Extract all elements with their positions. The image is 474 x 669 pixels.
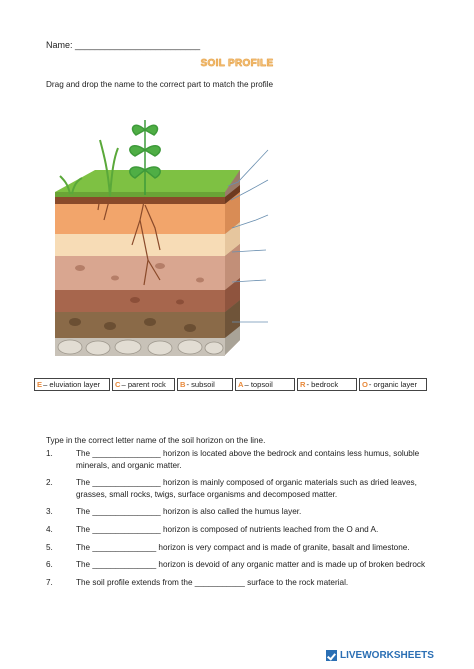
brand-name: LIVEWORKSHEETS xyxy=(340,650,434,661)
question-list: 1.The _______________ horizon is located… xyxy=(46,448,446,588)
choice-topsoil[interactable]: A– topsoil xyxy=(235,378,295,391)
plant-tall xyxy=(129,120,161,195)
choice-organic-layer[interactable]: O- organic layer xyxy=(359,378,427,391)
choice-eluviation-layer[interactable]: E– eluviation layer xyxy=(34,378,110,391)
choice-bedrock[interactable]: R- bedrock xyxy=(297,378,357,391)
grass-front xyxy=(55,192,225,197)
brown-layer xyxy=(55,290,225,312)
liveworksheets-logo: LIVEWORKSHEETS xyxy=(326,650,434,661)
plant-grass-blades xyxy=(59,139,119,197)
question-item[interactable]: 3.The _______________ horizon is also ca… xyxy=(46,507,302,517)
question-item[interactable]: 7.The soil profile extends from the ____… xyxy=(46,577,349,587)
pink-layer xyxy=(55,256,225,290)
question-item[interactable]: 4.The _______________ horizon is compose… xyxy=(46,524,379,534)
checkmark-icon xyxy=(326,650,337,661)
choice-parent-rock[interactable]: C– parent rock xyxy=(112,378,175,391)
question-item[interactable]: 1.The _______________ horizon is located… xyxy=(46,449,420,470)
answer-choices-bar: E– eluviation layer C– parent rock B- su… xyxy=(34,378,431,393)
gravel-layer xyxy=(55,312,225,338)
soil-profile-illustration xyxy=(55,120,269,356)
worksheet-title: SOIL PROFILE xyxy=(200,58,274,69)
sand-layer xyxy=(55,234,225,256)
grass-top xyxy=(55,170,240,192)
plant-roots xyxy=(97,196,161,286)
name-field-label: Name: _________________________ xyxy=(46,40,201,50)
drag-drop-instruction: Drag and drop the name to the correct pa… xyxy=(46,80,274,89)
type-in-instruction: Type in the correct letter name of the s… xyxy=(46,436,266,445)
pebbles xyxy=(69,263,204,332)
dark-topsoil-layer xyxy=(55,197,225,204)
label-target-brackets xyxy=(227,149,269,323)
rocks xyxy=(57,339,224,356)
question-item[interactable]: 2.The _______________ horizon is mainly … xyxy=(46,478,417,499)
question-item[interactable]: 6.The ______________ horizon is devoid o… xyxy=(46,560,426,570)
choice-subsoil[interactable]: B- subsoil xyxy=(177,378,233,391)
question-item[interactable]: 5.The ______________ horizon is very com… xyxy=(46,542,410,552)
